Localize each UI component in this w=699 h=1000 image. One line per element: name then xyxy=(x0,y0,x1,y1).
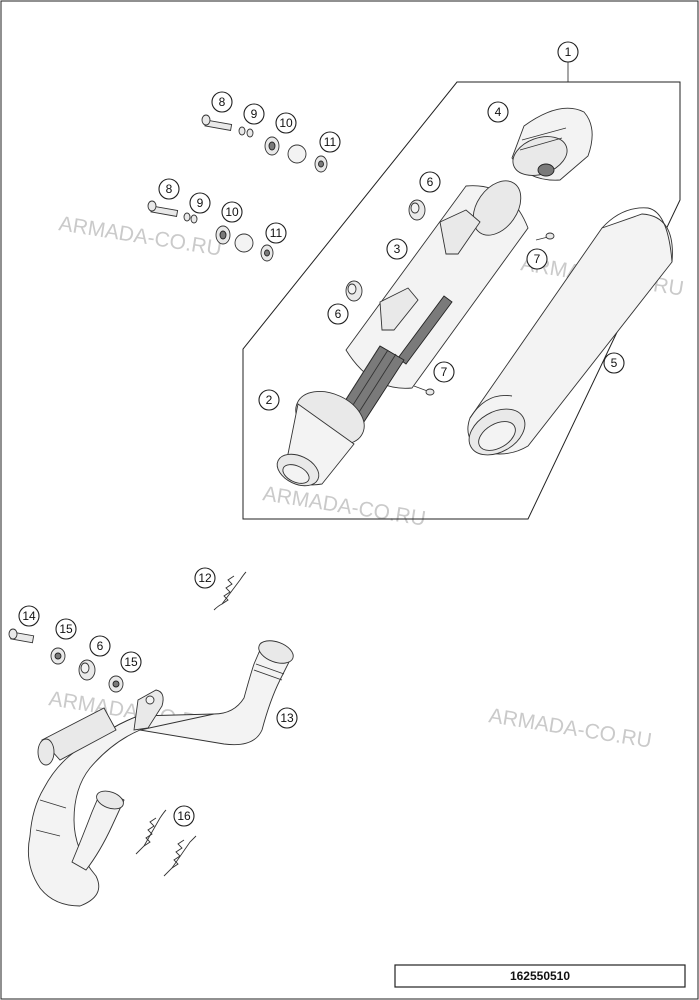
header-pipe xyxy=(27,640,294,907)
svg-text:13: 13 xyxy=(280,711,294,725)
callout: 9 xyxy=(243,103,265,125)
svg-text:16: 16 xyxy=(177,809,191,823)
callout: 7 xyxy=(433,361,455,383)
drawing-number-box: 162550510 xyxy=(394,964,686,988)
muffler-end-cap xyxy=(511,107,593,181)
callout: 14 xyxy=(18,605,40,627)
svg-text:6: 6 xyxy=(97,639,104,653)
svg-text:12: 12 xyxy=(198,571,212,585)
svg-text:2: 2 xyxy=(266,393,273,407)
svg-text:6: 6 xyxy=(427,175,434,189)
callout: 12 xyxy=(194,567,216,589)
hardware-set-header xyxy=(8,628,124,693)
grommet xyxy=(345,280,363,302)
svg-text:11: 11 xyxy=(270,226,283,240)
watermark: ARMADA-CO.RU xyxy=(487,704,653,752)
svg-text:14: 14 xyxy=(22,609,36,623)
callout: 11 xyxy=(319,131,341,153)
callout: 8 xyxy=(158,178,180,200)
svg-text:15: 15 xyxy=(124,655,138,669)
callout: 8 xyxy=(211,91,233,113)
callout: 13 xyxy=(276,707,298,729)
muffler-outer-shell xyxy=(467,207,673,456)
svg-text:8: 8 xyxy=(166,182,173,196)
spring xyxy=(163,835,197,877)
callout: 4 xyxy=(487,101,509,123)
callout: 2 xyxy=(258,389,280,411)
callout: 3 xyxy=(386,238,408,260)
grommet xyxy=(408,199,426,221)
assembly-frame xyxy=(242,81,681,520)
callout: 6 xyxy=(419,171,441,193)
callout: 15 xyxy=(120,651,142,673)
callout: 9 xyxy=(189,192,211,214)
svg-text:6: 6 xyxy=(335,307,342,321)
callout: 16 xyxy=(173,805,195,827)
hardware-set-upper xyxy=(201,114,328,173)
callout: 6 xyxy=(89,635,111,657)
svg-text:10: 10 xyxy=(279,116,293,130)
svg-text:9: 9 xyxy=(197,196,204,210)
svg-text:1: 1 xyxy=(565,45,572,59)
callout: 7 xyxy=(526,248,548,270)
screw xyxy=(535,232,555,241)
callout: 15 xyxy=(55,618,77,640)
svg-text:7: 7 xyxy=(534,252,541,266)
callout: 10 xyxy=(221,201,243,223)
callout: 5 xyxy=(603,352,625,374)
watermark: ARMADA-CO.RU xyxy=(57,212,223,260)
callout: 10 xyxy=(275,112,297,134)
svg-text:7: 7 xyxy=(441,365,448,379)
callout: 1 xyxy=(557,41,579,63)
muffler-inner-tube xyxy=(337,180,529,429)
svg-text:9: 9 xyxy=(251,107,258,121)
watermark: ARMADA-CO.RU xyxy=(261,482,427,530)
svg-text:5: 5 xyxy=(611,356,618,370)
screw xyxy=(413,385,435,396)
svg-text:15: 15 xyxy=(59,622,73,636)
callout: 6 xyxy=(327,303,349,325)
svg-text:4: 4 xyxy=(495,105,502,119)
svg-text:3: 3 xyxy=(394,242,401,256)
spring xyxy=(135,809,167,855)
svg-text:11: 11 xyxy=(324,135,337,149)
svg-text:8: 8 xyxy=(219,95,226,109)
muffler-inlet-cone xyxy=(276,391,365,487)
hardware-set-lower xyxy=(147,200,274,262)
spring xyxy=(213,571,247,611)
svg-text:10: 10 xyxy=(225,205,239,219)
callout: 11 xyxy=(265,222,287,244)
drawing-number: 162550510 xyxy=(510,969,570,983)
